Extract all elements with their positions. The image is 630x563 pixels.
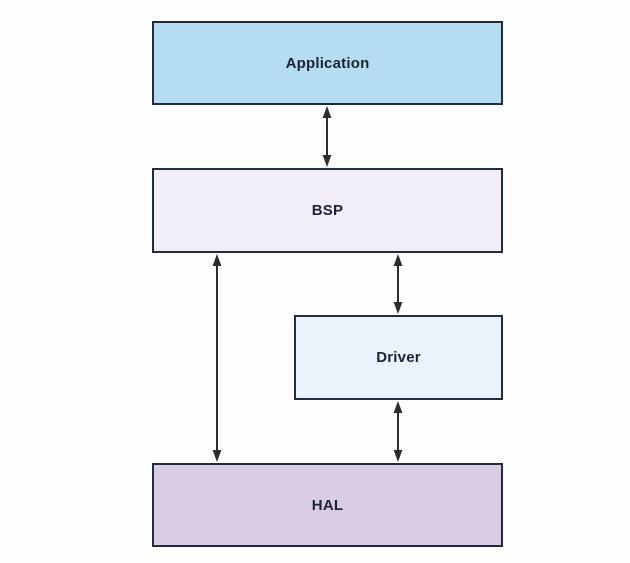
double-arrow-driver-hal	[393, 401, 403, 462]
node-driver-label: Driver	[376, 349, 421, 366]
node-application-label: Application	[285, 54, 370, 72]
node-hal: HAL	[152, 463, 503, 547]
node-hal-label: HAL	[311, 496, 344, 514]
double-arrow-bsp-driver	[393, 254, 403, 314]
double-arrow-application-bsp	[322, 106, 332, 167]
double-arrow-bsp-hal	[212, 254, 222, 462]
node-bsp: BSP	[152, 168, 503, 253]
node-application: Application	[152, 21, 503, 105]
node-bsp-label: BSP	[311, 202, 344, 219]
node-driver: Driver	[294, 315, 503, 400]
